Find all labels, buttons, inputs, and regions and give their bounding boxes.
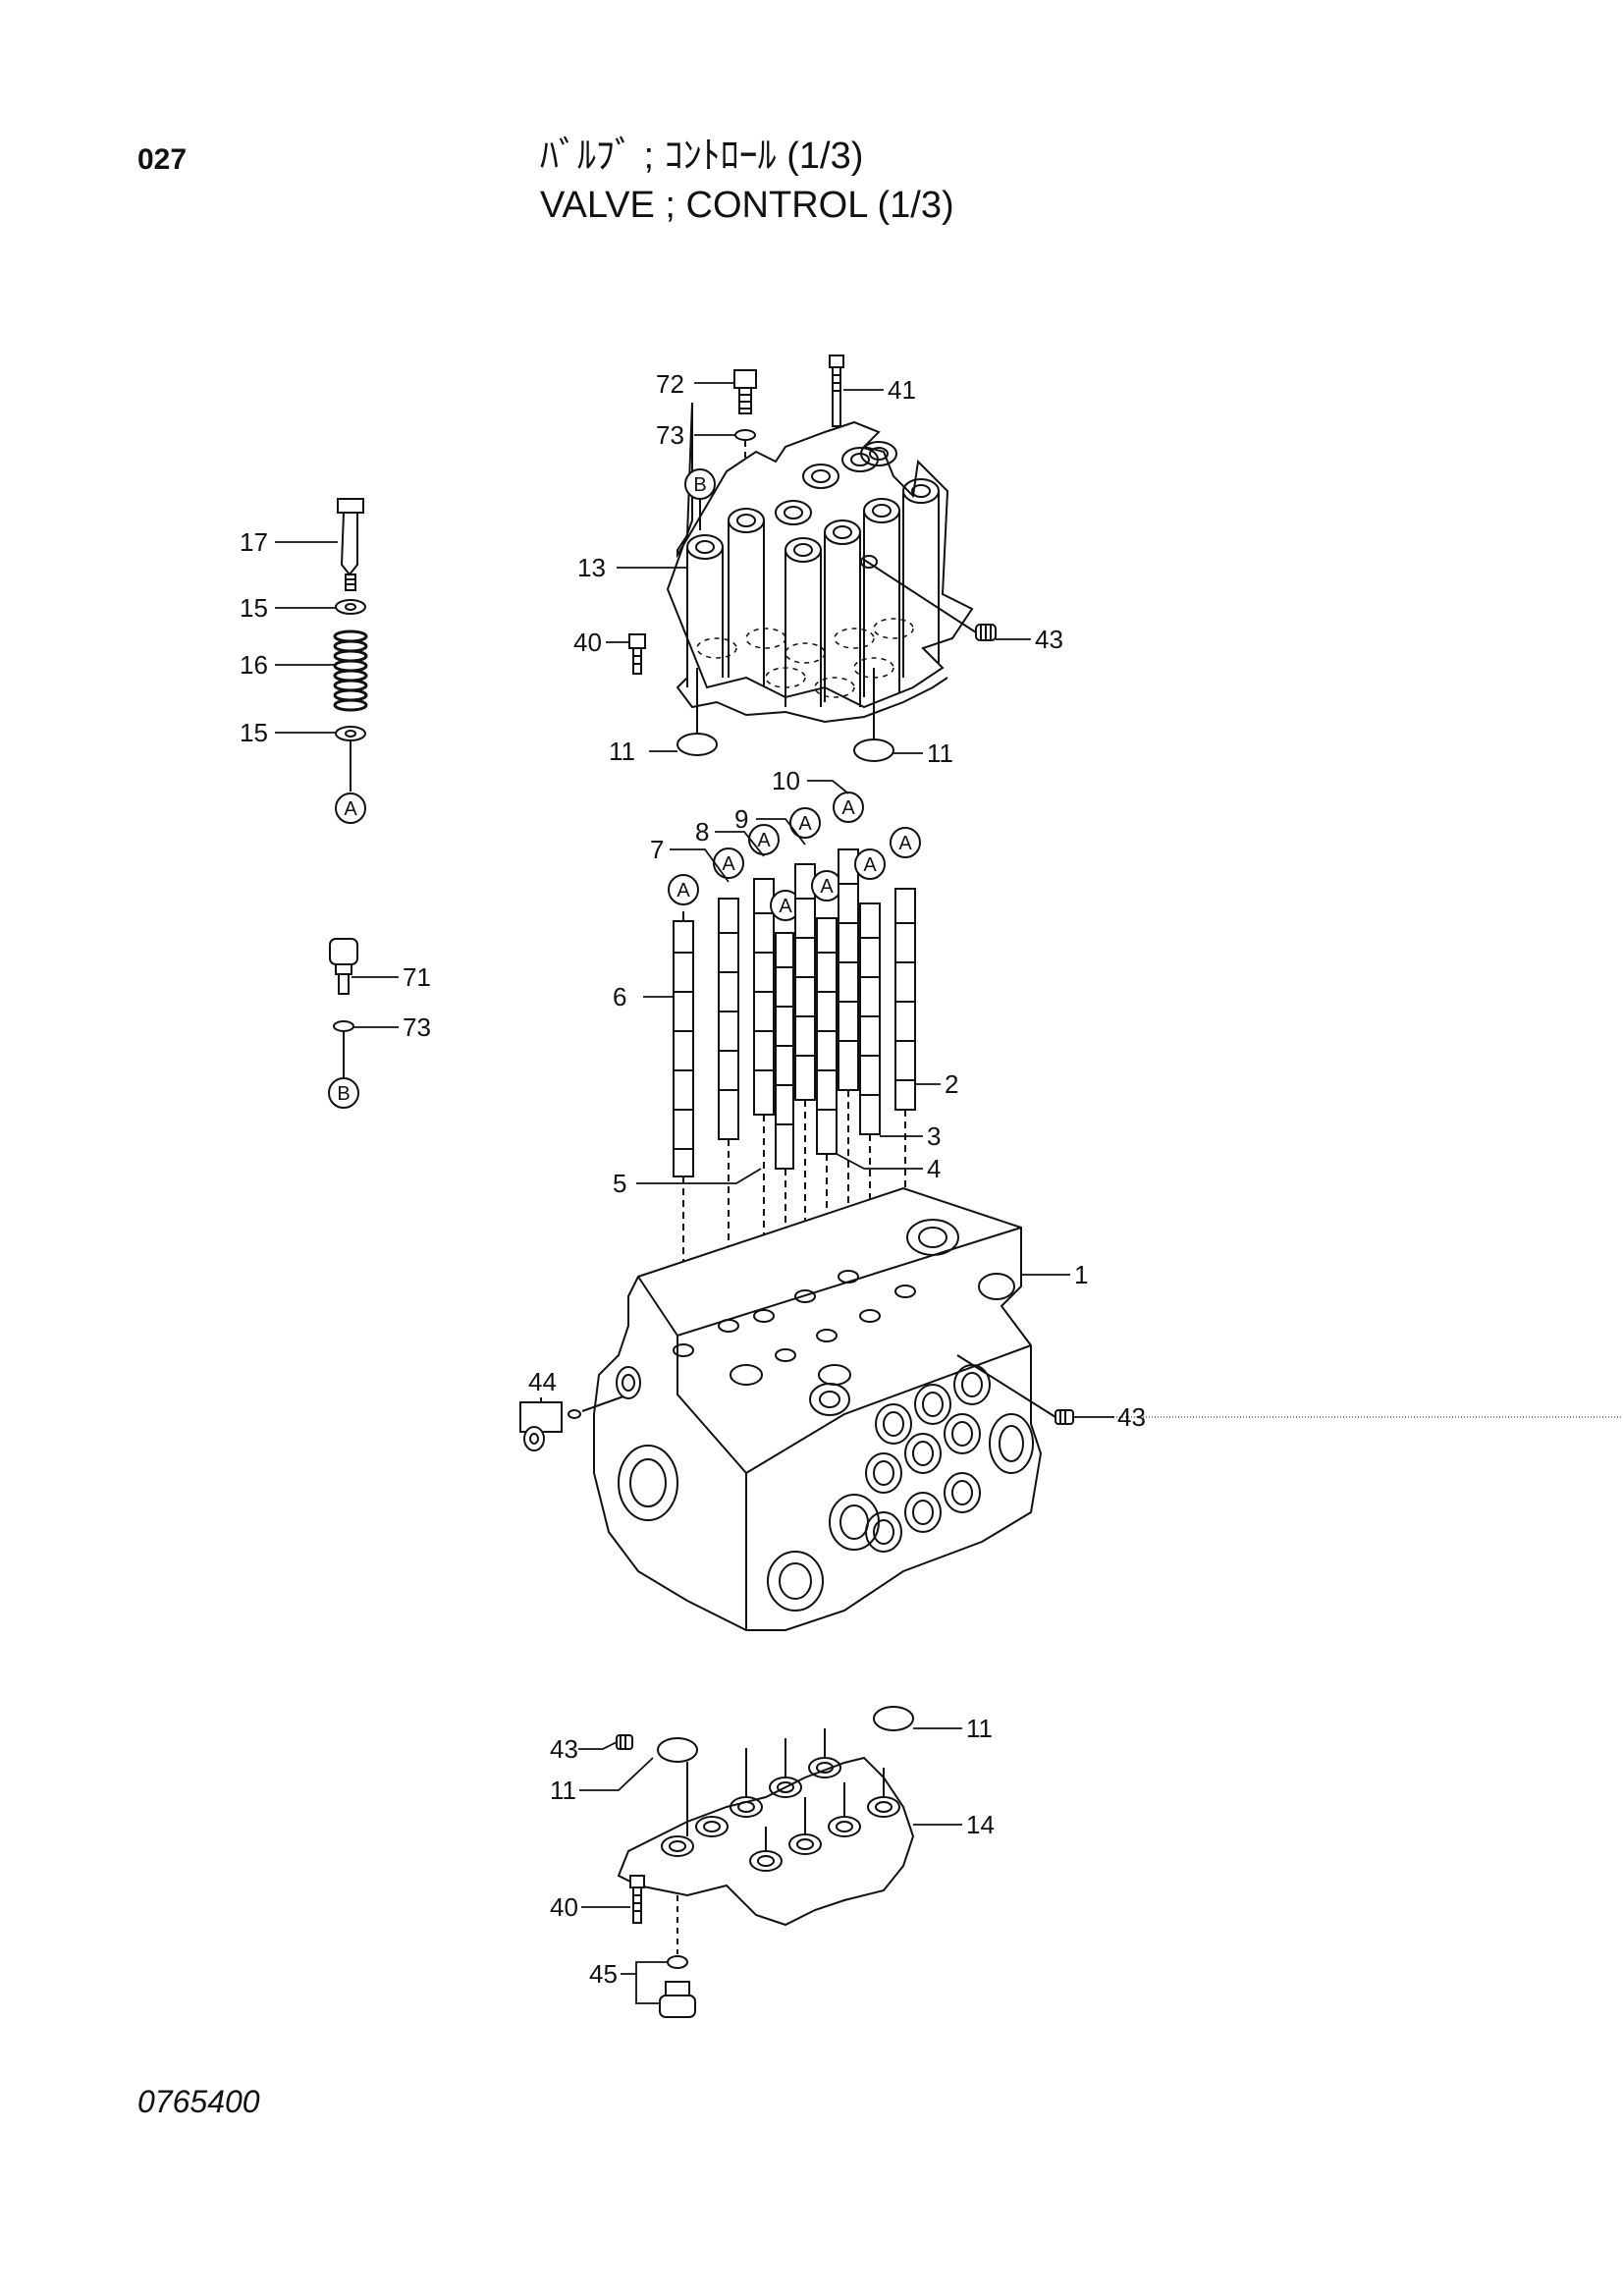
callout-4: 4 — [927, 1154, 941, 1183]
callout-11: 11 — [927, 738, 953, 768]
callout-1: 1 — [1074, 1260, 1088, 1289]
callout-11: 11 — [609, 737, 635, 766]
callout-40: 40 — [573, 628, 602, 657]
title-japanese: ﾊﾞﾙﾌﾞ ; ｺﾝﾄﾛｰﾙ (1/3) — [540, 136, 864, 177]
drawing-number: 0765400 — [137, 2084, 260, 2119]
reference-mark-a: A — [779, 896, 792, 917]
reference-mark-a: A — [722, 853, 735, 875]
callout-73: 73 — [656, 420, 684, 450]
callout-15: 15 — [240, 593, 268, 623]
callout-3: 3 — [927, 1121, 941, 1151]
callout-17: 17 — [240, 527, 268, 557]
callout-13: 13 — [577, 553, 606, 582]
page-number: 027 — [137, 143, 188, 176]
callout-15: 15 — [240, 718, 268, 747]
plug-71-assembly — [328, 938, 359, 1109]
title-english: VALVE ; CONTROL (1/3) — [540, 185, 954, 226]
callout-72: 72 — [656, 369, 684, 399]
callout-11: 11 — [550, 1776, 576, 1805]
callout-5: 5 — [613, 1169, 626, 1198]
spring-assembly — [333, 498, 368, 824]
reference-mark-a: A — [863, 854, 877, 876]
reference-mark-a: A — [898, 833, 912, 854]
callout-43: 43 — [1117, 1402, 1146, 1432]
reference-mark-b: B — [693, 474, 706, 496]
callout-11: 11 — [966, 1714, 993, 1743]
upper-housing — [628, 355, 997, 762]
callout-73: 73 — [403, 1012, 431, 1042]
callout-43: 43 — [1035, 625, 1063, 654]
reference-mark-a: A — [841, 797, 855, 819]
callout-2: 2 — [945, 1069, 958, 1099]
main-valve-body — [519, 1186, 1623, 1631]
page-title: ﾊﾞﾙﾌﾞ ; ｺﾝﾄﾛｰﾙ (1/3) VALVE ; CONTROL (1/… — [540, 132, 954, 230]
callout-10: 10 — [772, 766, 800, 795]
callout-16: 16 — [240, 650, 268, 680]
callout-40: 40 — [550, 1892, 578, 1922]
lower-cover — [616, 1706, 915, 2018]
reference-mark-a: A — [676, 880, 690, 902]
reference-mark-a: A — [344, 798, 357, 820]
callout-7: 7 — [650, 835, 664, 864]
callout-43: 43 — [550, 1734, 578, 1764]
callout-44: 44 — [528, 1367, 557, 1396]
reference-mark-a: A — [820, 876, 834, 898]
reference-mark-a: A — [757, 830, 771, 851]
callout-14: 14 — [966, 1810, 995, 1839]
callout-9: 9 — [734, 804, 748, 834]
callout-8: 8 — [695, 817, 709, 847]
leader-lines — [275, 382, 1114, 2004]
callout-45: 45 — [589, 1959, 618, 1989]
reference-mark-b: B — [337, 1083, 350, 1105]
callout-41: 41 — [888, 375, 916, 405]
reference-mark-a: A — [798, 813, 812, 835]
callout-6: 6 — [613, 982, 626, 1011]
callout-71: 71 — [403, 962, 431, 992]
